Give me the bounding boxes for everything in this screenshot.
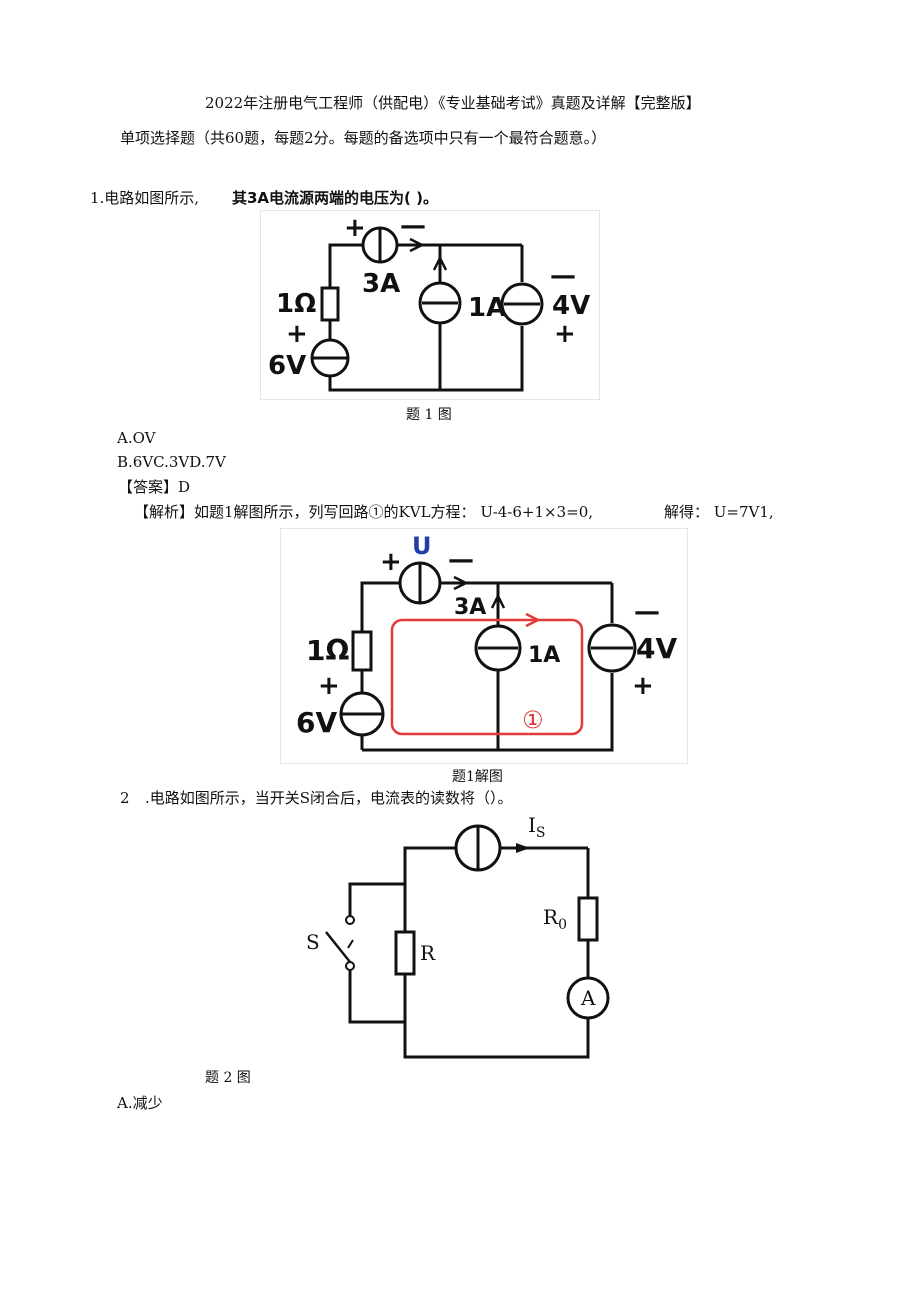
q2-number: 2: [120, 789, 130, 807]
q1-current-source-1a: [418, 281, 462, 325]
q1s-3a-minus: —: [448, 545, 474, 575]
q2-resistor-r0: [577, 896, 599, 942]
q2-ammeter: A: [566, 976, 610, 1020]
q1-voltage-source-6v: [310, 338, 350, 378]
q1-3a-minus: —: [400, 211, 426, 241]
document-title: 2022年注册电气工程师（供配电）《专业基础考试》真题及详解【完整版】: [205, 94, 701, 112]
q1s-6v-plus: +: [318, 671, 340, 701]
q2-option-a: A.减少: [117, 1094, 163, 1112]
q2-ammeter-label: A: [580, 986, 596, 1010]
q2-switch-label: S: [306, 930, 320, 954]
q1-6v-label: 6V: [268, 351, 306, 381]
q2-switch: [325, 915, 355, 971]
q2-current-source: [454, 824, 502, 872]
q1-analysis-result: 解得： U=7V1,: [664, 503, 774, 521]
q1s-4v-plus: +: [632, 671, 654, 701]
q1s-voltage-source-4v: [587, 623, 637, 673]
q1s-6v-label: 6V: [296, 706, 337, 739]
q1-analysis: 【解析】如题1解图所示，列写回路①的KVL方程： U-4-6+1×3=0,: [134, 503, 594, 521]
q1-voltage-source-4v: [500, 282, 544, 326]
q1-loop-path: [390, 618, 584, 736]
q2-stem: .电路如图所示，当开关S闭合后，电流表的读数将（）。: [145, 789, 513, 807]
q1-solution-figure: U + — 3A 1A 1Ω + 6V — 4V + ①: [280, 528, 688, 764]
q1-3a-plus: +: [344, 213, 366, 243]
q2-figure-caption: 题 2 图: [205, 1070, 251, 1086]
section-intro: 单项选择题（共60题，每题2分。每题的备选项中只有一个最符合题意。）: [120, 129, 607, 147]
q1s-4v-label: 4V: [636, 632, 677, 665]
q1-4v-plus: +: [554, 319, 576, 349]
q1-solution-caption: 题1解图: [452, 769, 503, 785]
q1s-1a-label: 1A: [528, 643, 560, 668]
q1-3a-label: 3A: [362, 269, 400, 299]
q2-circuit-figure: A S R IS R0: [306, 813, 610, 1059]
q1s-resistor: [351, 630, 373, 672]
q1-resistor: [320, 286, 340, 322]
q1s-u-label: U: [412, 532, 432, 560]
q1-figure-caption: 题 1 图: [406, 407, 452, 423]
q1-stem-text: 其3A电流源两端的电压为( )。: [232, 189, 438, 207]
q1-current-source-3a: [361, 226, 399, 264]
q1-4v-minus: —: [550, 261, 576, 291]
q2-r-label: R: [420, 941, 436, 965]
q1s-current-source-3a: [398, 561, 442, 605]
q1-option-b: B.6VC.3VD.7V: [117, 453, 226, 471]
q1-option-a: A.OV: [117, 429, 156, 447]
q2-is-label: IS: [528, 813, 546, 841]
q2-r0-label: R0: [543, 905, 567, 933]
q1-4v-label: 4V: [552, 291, 590, 321]
q1s-3a-plus: +: [380, 547, 402, 577]
q1-6v-plus: +: [286, 319, 308, 349]
q2-resistor-r: [394, 930, 416, 976]
q1-resistor-label: 1Ω: [276, 289, 316, 319]
q1s-voltage-source-6v: [339, 691, 385, 737]
q1s-resistor-label: 1Ω: [306, 634, 349, 667]
q1s-current-source-1a: [474, 624, 522, 672]
q1-1a-label: 1A: [468, 293, 506, 323]
q1-stem-number: 1.电路如图所示,: [90, 189, 200, 207]
q1-answer: 【答案】D: [118, 478, 191, 496]
q1s-4v-minus: —: [634, 597, 660, 627]
q1s-3a-label: 3A: [454, 595, 486, 620]
q1s-loop-label: ①: [522, 706, 544, 734]
q1-circuit-figure: + — 3A 1A 1Ω + 6V — 4V +: [260, 210, 600, 400]
